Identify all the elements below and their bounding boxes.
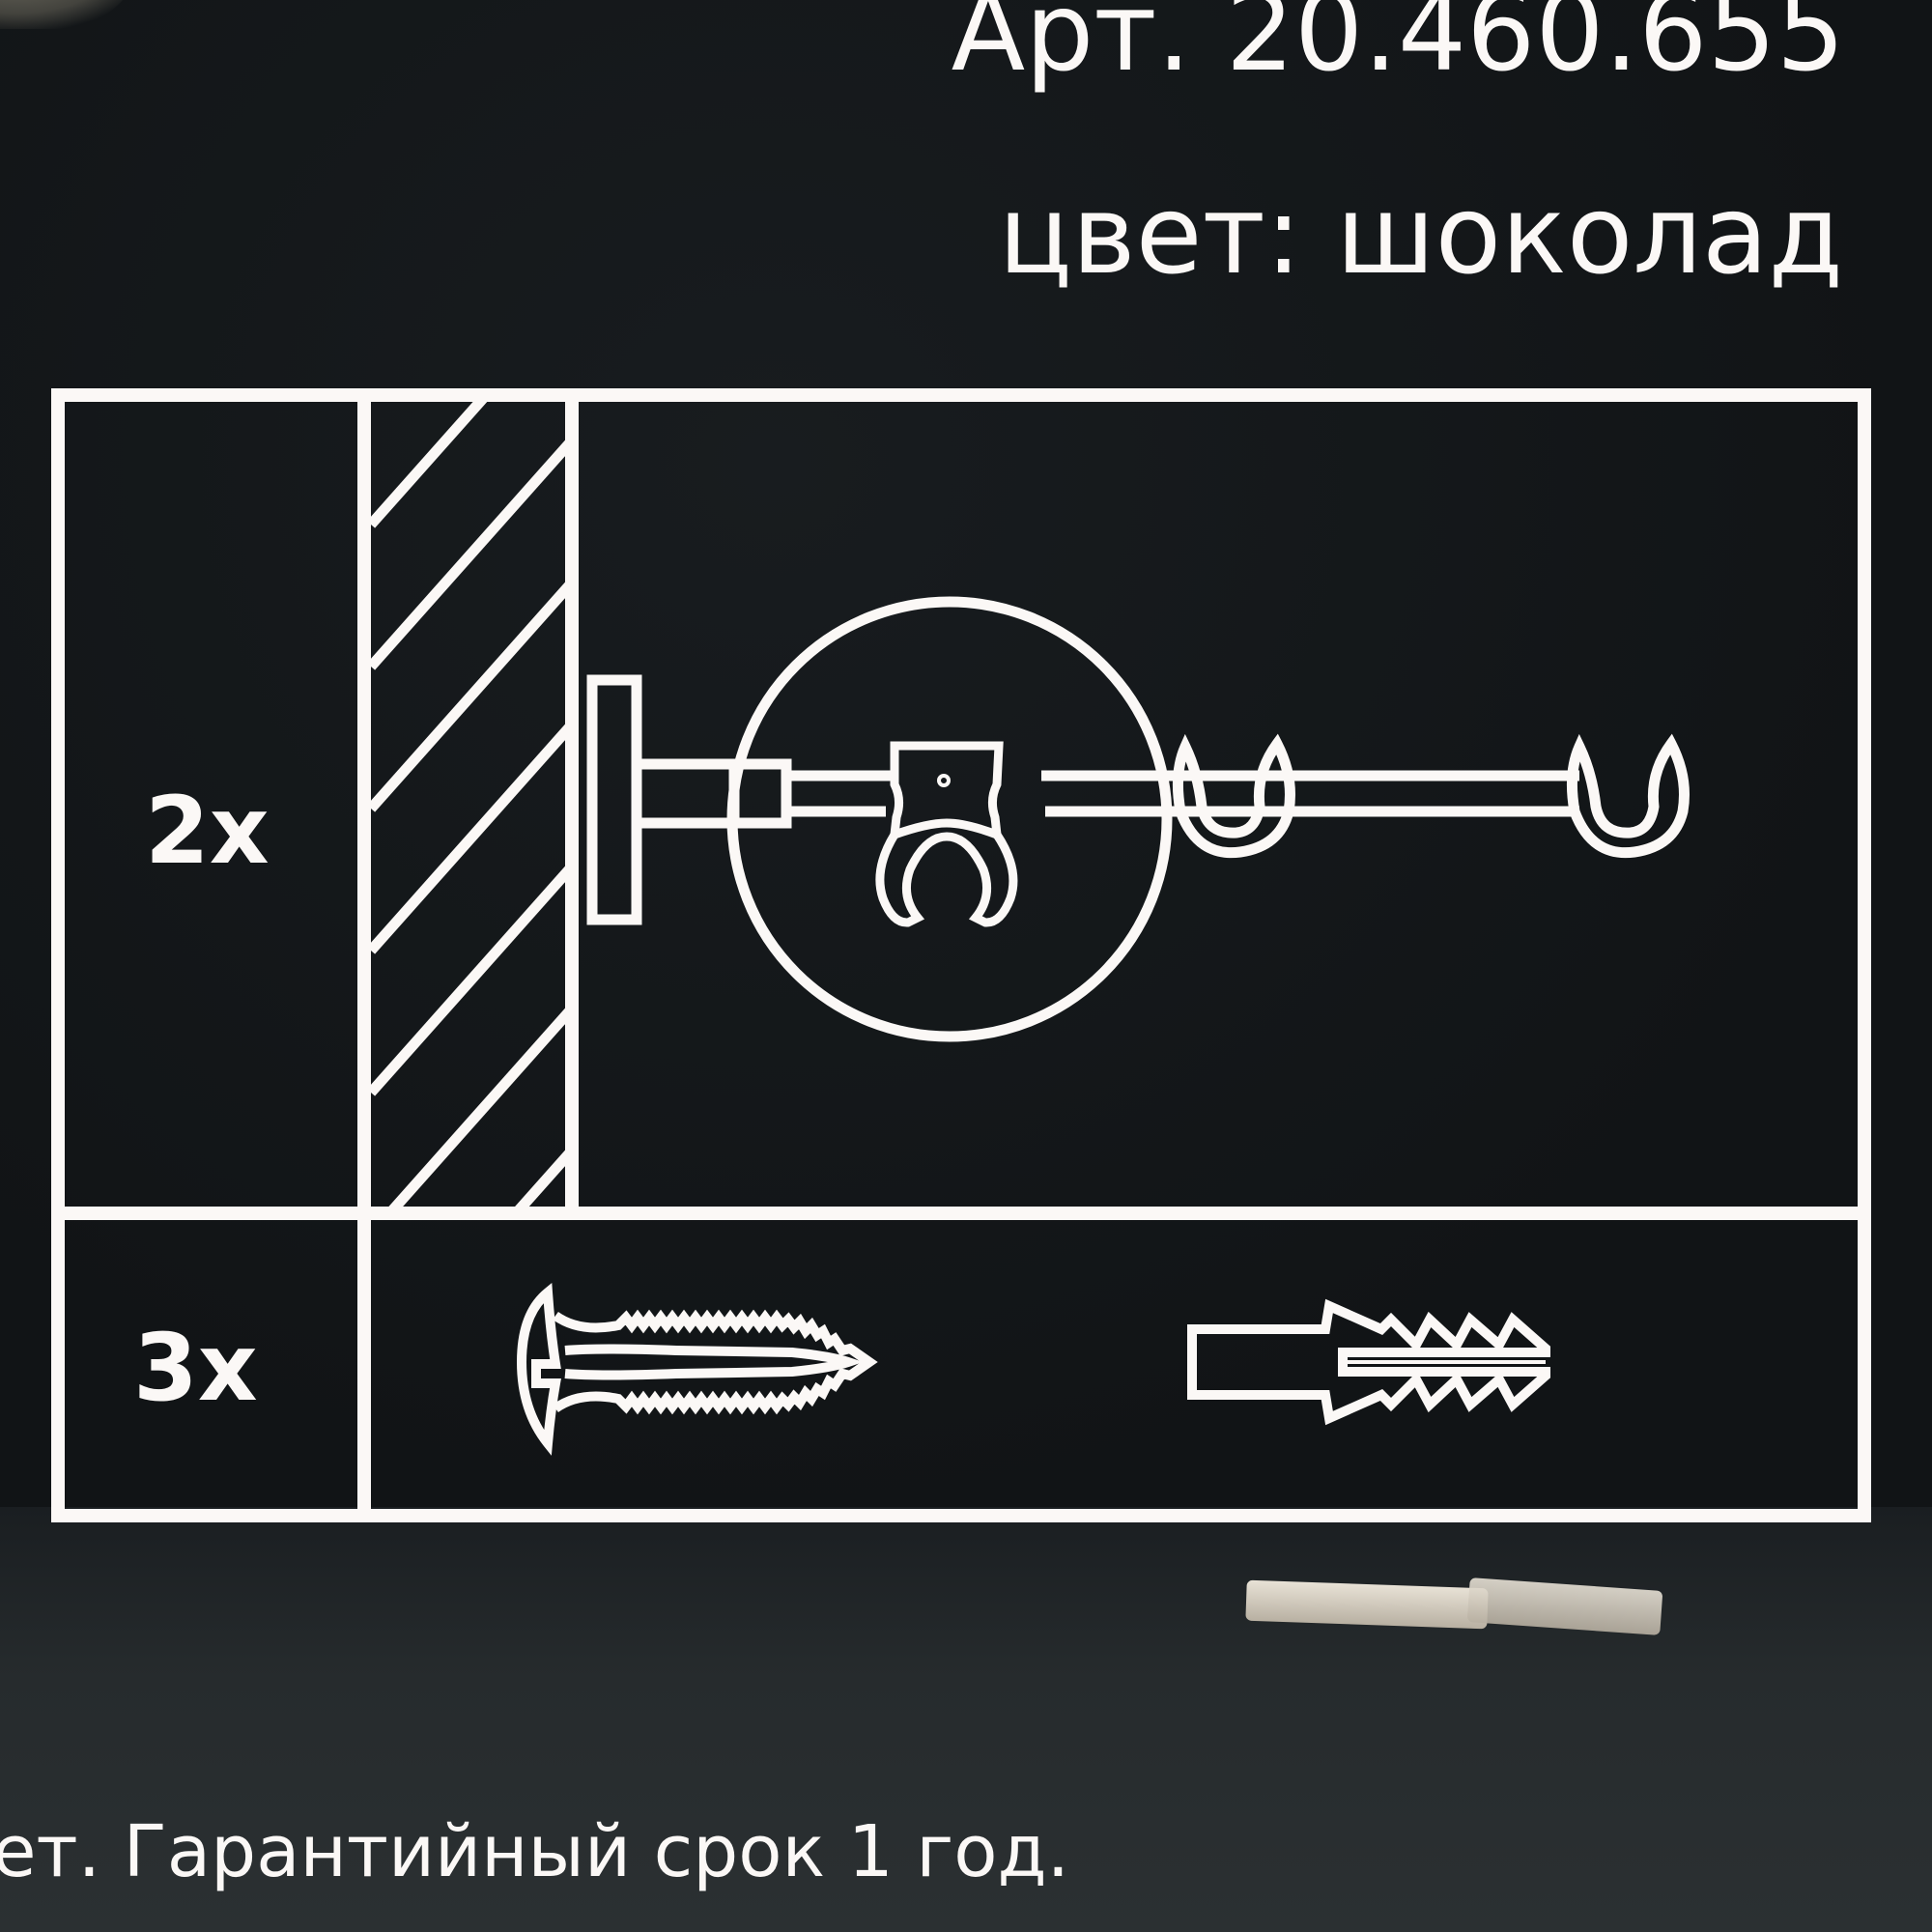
- dowel-icon: [1187, 1298, 1550, 1426]
- package-background: [0, 0, 1932, 1546]
- detail-magnifier-circle: [726, 596, 1173, 1042]
- screw-icon: [516, 1283, 878, 1456]
- hook-icon: [1566, 733, 1690, 859]
- diagram-frame: [51, 388, 1871, 1522]
- hatched-wall-icon: [371, 402, 565, 1207]
- package-lower-background: [0, 1507, 1932, 1932]
- bracket-base-plate: [586, 674, 642, 925]
- warranty-text: ет. Гарантийный срок 1 год.: [0, 1810, 1070, 1893]
- hook-icon: [1172, 733, 1295, 859]
- double-curtain-rod-bracket-icon: [586, 596, 1690, 1042]
- article-number: Арт. 20.460.655: [951, 0, 1845, 96]
- bracket-arm: [637, 758, 792, 829]
- quantity-2x: 2x: [145, 777, 270, 885]
- ring-clip-icon: [875, 741, 1018, 927]
- rod-arm-outer: [1185, 770, 1579, 817]
- product-color: цвет: шоколад: [998, 173, 1843, 298]
- package-tear-mark: [1245, 1579, 1489, 1630]
- quantity-3x: 3x: [133, 1314, 258, 1422]
